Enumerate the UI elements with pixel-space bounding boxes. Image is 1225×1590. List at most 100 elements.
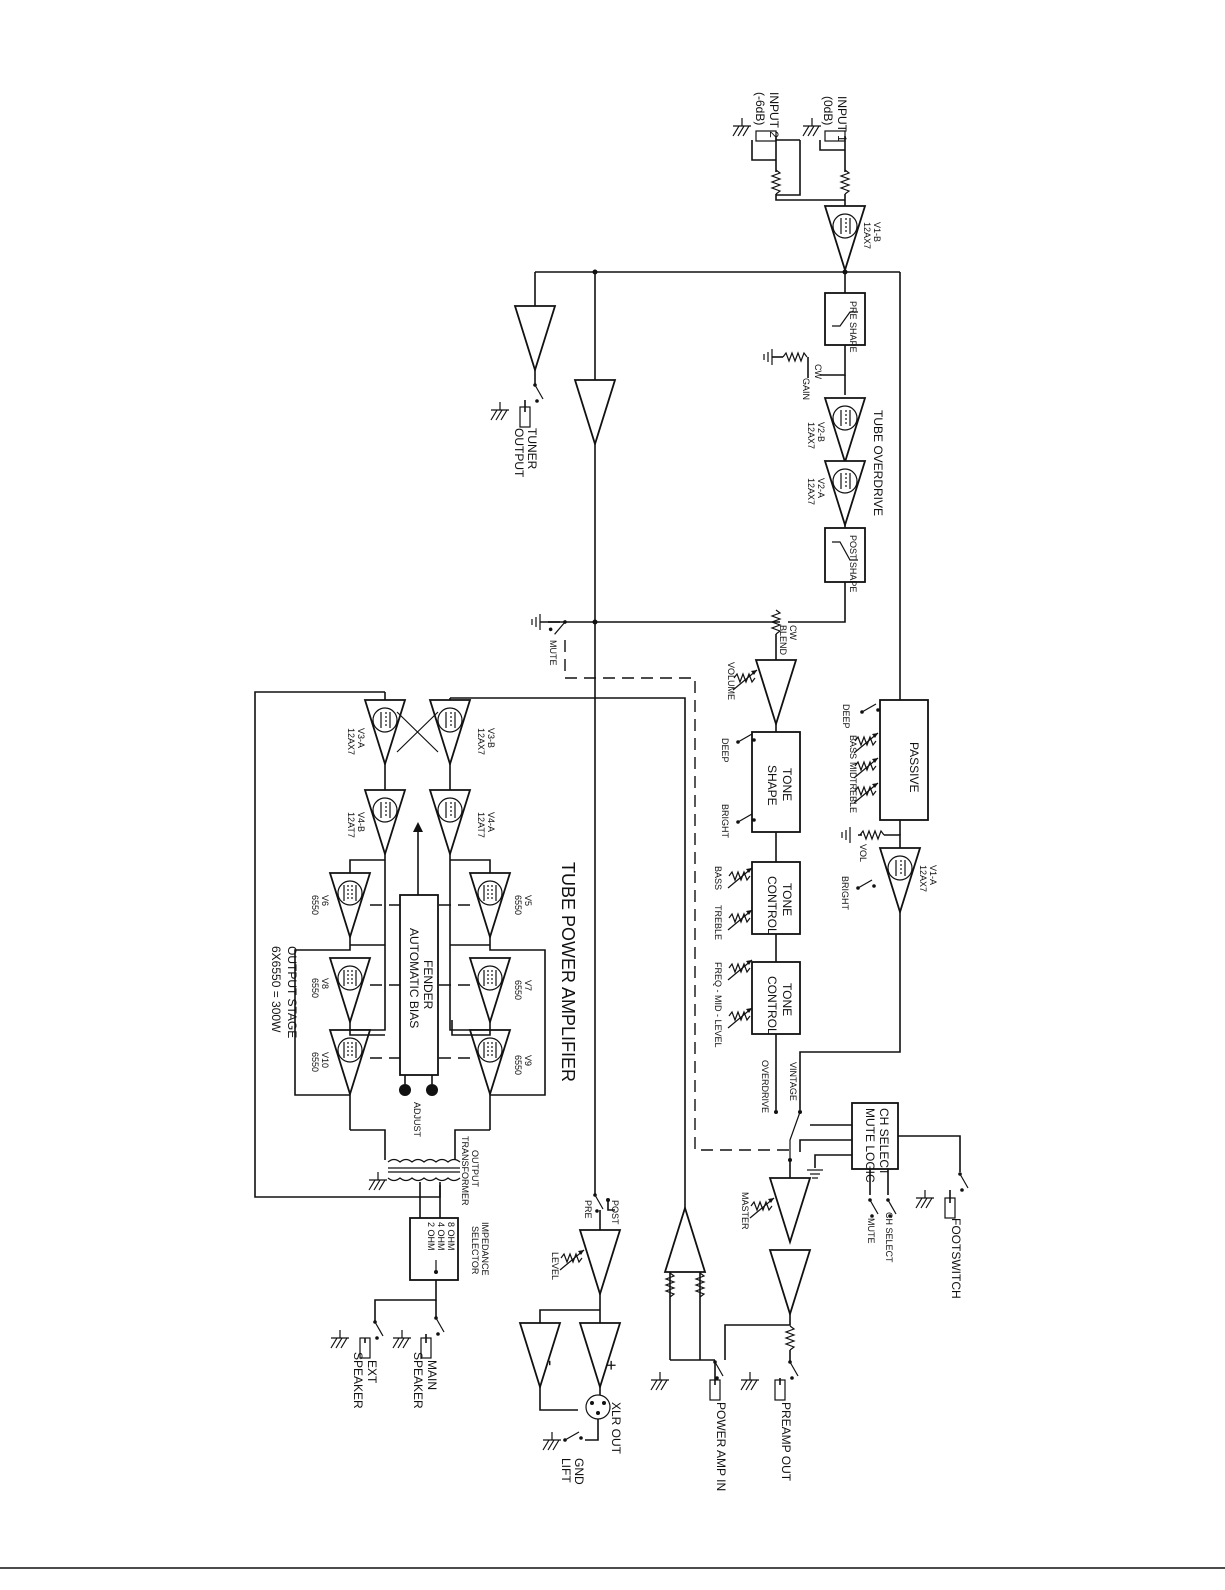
input1-db: (0dB) [821,96,835,125]
freq-mid-level-label: FREQ - MID - LEVEL [713,962,723,1048]
v8-type: 6550 [310,978,320,998]
preamp-out-label: PREAMP OUT [779,1402,793,1482]
v3b-label: V3-B [486,728,496,748]
main-label: MAIN [425,1360,439,1390]
xlr-connector [585,1394,611,1420]
post-shape-label: POST SHAPE [848,535,858,592]
volume-amp [755,659,797,725]
lift-label: LIFT [559,1458,573,1483]
minus-sign: - [541,1360,561,1366]
v5-label: V5 [523,895,533,906]
mute-label-2: MUTE [866,1218,876,1244]
plus-sign: + [601,1360,621,1371]
master-label: MASTER [740,1192,750,1230]
gnd-label: GND [572,1458,586,1485]
output-stage-power-label: 6X6550 = 300W [269,946,283,1033]
tone-control-label-1: TONE [780,883,794,916]
footswitch-label: FOOTSWITCH [949,1218,963,1299]
automatic-bias-label: AUTOMATIC BIAS [407,928,421,1028]
bass-label: BASS [713,866,723,890]
level-label: LEVEL [550,1252,560,1280]
input2-label: INPUT 2 [767,92,781,138]
master-amp [769,1177,811,1243]
preamp-out-buffer [769,1249,811,1315]
ch-select-label: CH SELECT [884,1212,894,1263]
selector-label: SELECTOR [470,1226,480,1275]
power-amp-section: TUBE POWER AMPLIFIER V3-A 12AX7 V3-B 12A… [254,691,578,1198]
overdrive-section: PRE SHAPE CW GAIN V2-B 12AX7 TUBE OVERDR… [763,292,885,660]
v10-type: 6550 [310,1052,320,1072]
v4b-label: V4-B [356,812,366,832]
vol-label: VOL [858,844,868,862]
v2a-label: V2-A [816,478,826,498]
v9-label: V9 [523,1055,533,1066]
power-amp-in-label: POWER AMP IN [714,1402,728,1491]
tone-shape-label-1: TONE [780,768,794,801]
v3a-type: 12AX7 [346,728,356,755]
ch-select-label-2: MUTE LOGIC [863,1108,877,1183]
bass-label-2: BASS [848,735,858,759]
v6-type: 6550 [310,895,320,915]
channel-select-section: CH SELECT MUTE LOGIC FOOTSWITCH MUTE CH … [774,1102,969,1299]
post-label: POST [610,1200,620,1225]
v7-label: V7 [523,980,533,991]
pre-shape-label: PRE SHAPE [848,301,858,353]
bright-label-2: BRIGHT [840,876,850,911]
fender-label: FENDER [421,960,435,1010]
transformer-label: TRANSFORMER [460,1136,470,1206]
impedance-label: IMPEDANCE [480,1222,490,1276]
signal-wires [534,269,901,1195]
tone-chain: VOLUME TONE SHAPE DEEP BRIGHT TONE CONTR… [713,659,801,1113]
imp-2-label: 2 OHM [426,1222,436,1251]
ground-icon [732,117,752,137]
output-transformer-section: OUTPUT TRANSFORMER IMPEDANCE SELECTOR 8 … [330,1129,490,1409]
v4a-label: V4-A [486,812,496,832]
xlr-minus-driver [519,1322,561,1388]
mid-label: MID [848,762,858,779]
input-section: INPUT 1 (0dB) INPUT 2 (-6dB) V1-B 12AX7 [732,92,882,293]
input2-db: (-6dB) [753,92,767,125]
pre-label: PRE [583,1200,593,1219]
ch-select-block [851,1102,899,1170]
deep-label: DEEP [720,738,730,763]
ch-select-label-1: CH SELECT [877,1108,891,1176]
tone-shape-label-2: SHAPE [765,765,779,806]
passive-tone-stack-block [879,699,929,821]
bright-label: BRIGHT [720,804,730,839]
v10-label: V10 [320,1052,330,1068]
v3a-label: V3-A [356,728,366,748]
xlr-out-label: XLR OUT [609,1402,623,1455]
blend-label: BLEND [778,625,788,656]
v6-label: V6 [320,895,330,906]
di-section: PRE POST LEVEL + - XLR OUT GND LIFT [519,1192,623,1485]
overdrive-label: OVERDRIVE [760,1060,770,1113]
v8-label: V8 [320,978,330,989]
treble-label: TREBLE [713,905,723,940]
deep-label-2: DEEP [841,704,851,729]
power-amp-in-section: POWER AMP IN [450,697,728,1491]
cw-label-2: CW [788,625,798,640]
gain-label: GAIN [801,378,811,400]
tone-control-label-3: TONE [780,983,794,1016]
v4a-type: 12AT7 [476,812,486,838]
tube-power-amplifier-label: TUBE POWER AMPLIFIER [558,862,578,1082]
bias-adjust-right-icon [426,1084,438,1096]
tone-control-block-1 [751,861,801,935]
level-amp [579,1229,621,1295]
v5-type: 6550 [513,895,523,915]
di-buffer [574,379,616,445]
impedance-selector-block [409,1217,459,1281]
v1b-label: V1-B [872,222,882,242]
adjust-label: ADJUST [412,1102,422,1138]
imp-8-label: 8 OHM [446,1222,456,1251]
tuner-buffer [514,305,556,371]
xlr-plus-driver [579,1322,621,1388]
tone-control-label-4: CONTROL [765,976,779,1035]
cw-label: CW [813,364,823,379]
imp-4-label: 4 OHM [436,1222,446,1251]
v7-type: 6550 [513,980,523,1000]
tuner-output-label: OUTPUT [512,428,526,478]
vintage-label: VINTAGE [788,1062,798,1101]
v4b-type: 12AT7 [346,812,356,838]
